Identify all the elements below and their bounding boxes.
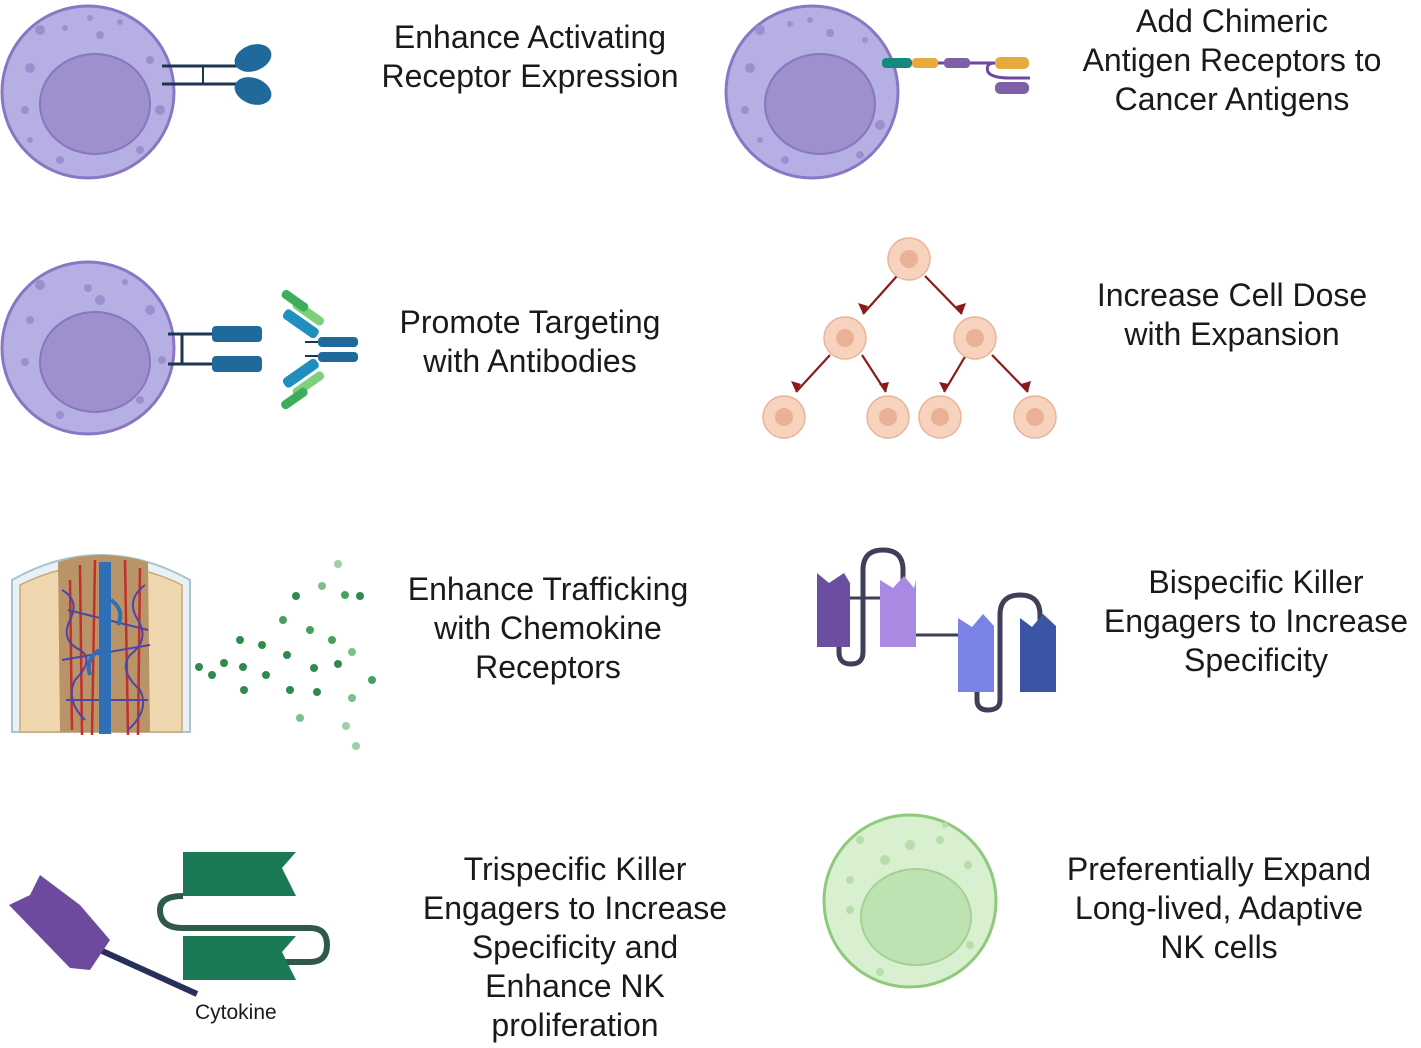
caption-line: Engagers to Increase: [422, 890, 728, 926]
caption-activating-receptor: Enhance Activating Receptor Expression: [381, 18, 678, 96]
caption-adaptive-nk: Preferentially Expand Long-lived, Adapti…: [1067, 850, 1371, 967]
caption-line: with Chemokine: [434, 610, 662, 646]
tissue-vessel-icon: [11, 554, 191, 736]
chemokine-gradient-icon: [195, 560, 376, 750]
caption-line: Cancer Antigens: [1114, 81, 1350, 117]
trike-molecule-icon: [9, 852, 331, 997]
caption-line: Enhance Activating: [393, 19, 667, 55]
caption-line: with Antibodies: [423, 343, 637, 379]
activating-receptor-icon: [162, 44, 272, 105]
caption-line: Enhance Trafficking: [407, 571, 689, 607]
caption-line: Engagers to Increase: [1103, 603, 1409, 639]
caption-cell-dose: Increase Cell Dose with Expansion: [1097, 276, 1367, 354]
caption-line: Receptor Expression: [381, 58, 679, 94]
caption-line: Preferentially Expand: [1066, 851, 1372, 887]
nk-cell-car-icon: [724, 4, 900, 180]
caption-line: Enhance NK: [485, 968, 665, 1004]
caption-trike: Trispecific Killer Engagers to Increase …: [423, 850, 727, 1045]
caption-line: Add Chimeric: [1135, 3, 1329, 39]
nk-cell-antibody-icon: [0, 260, 176, 436]
caption-line: Antigen Receptors to: [1082, 42, 1382, 78]
caption-line: Bispecific Killer: [1148, 564, 1364, 600]
caption-line: Trispecific Killer: [463, 851, 687, 887]
caption-line: Specificity: [1183, 642, 1329, 678]
caption-line: with Expansion: [1124, 316, 1340, 352]
fc-receptor-icon: [168, 326, 262, 372]
cell-expansion-tree-icon: [762, 237, 1057, 439]
caption-line: Receptors: [475, 649, 621, 685]
caption-line: NK cells: [1160, 929, 1278, 965]
antibody-icon: [281, 289, 358, 410]
chimeric-antigen-receptor-icon: [882, 57, 1030, 94]
bike-molecule-icon: [817, 547, 1056, 713]
caption-bike: Bispecific Killer Engagers to Increase S…: [1104, 563, 1408, 680]
caption-line: Promote Targeting: [399, 304, 661, 340]
adaptive-nk-cell-icon: [822, 813, 998, 989]
caption-line: Long-lived, Adaptive: [1074, 890, 1364, 926]
caption-line: Specificity and: [471, 929, 679, 965]
caption-line: proliferation: [491, 1007, 659, 1043]
caption-chemokine: Enhance Trafficking with Chemokine Recep…: [408, 570, 688, 687]
cytokine-label: Cytokine: [195, 1001, 277, 1024]
caption-car: Add Chimeric Antigen Receptors to Cancer…: [1083, 2, 1382, 119]
nk-cell-activating-icon: [0, 4, 176, 180]
caption-line: Increase Cell Dose: [1096, 277, 1368, 313]
caption-antibodies: Promote Targeting with Antibodies: [400, 303, 661, 381]
